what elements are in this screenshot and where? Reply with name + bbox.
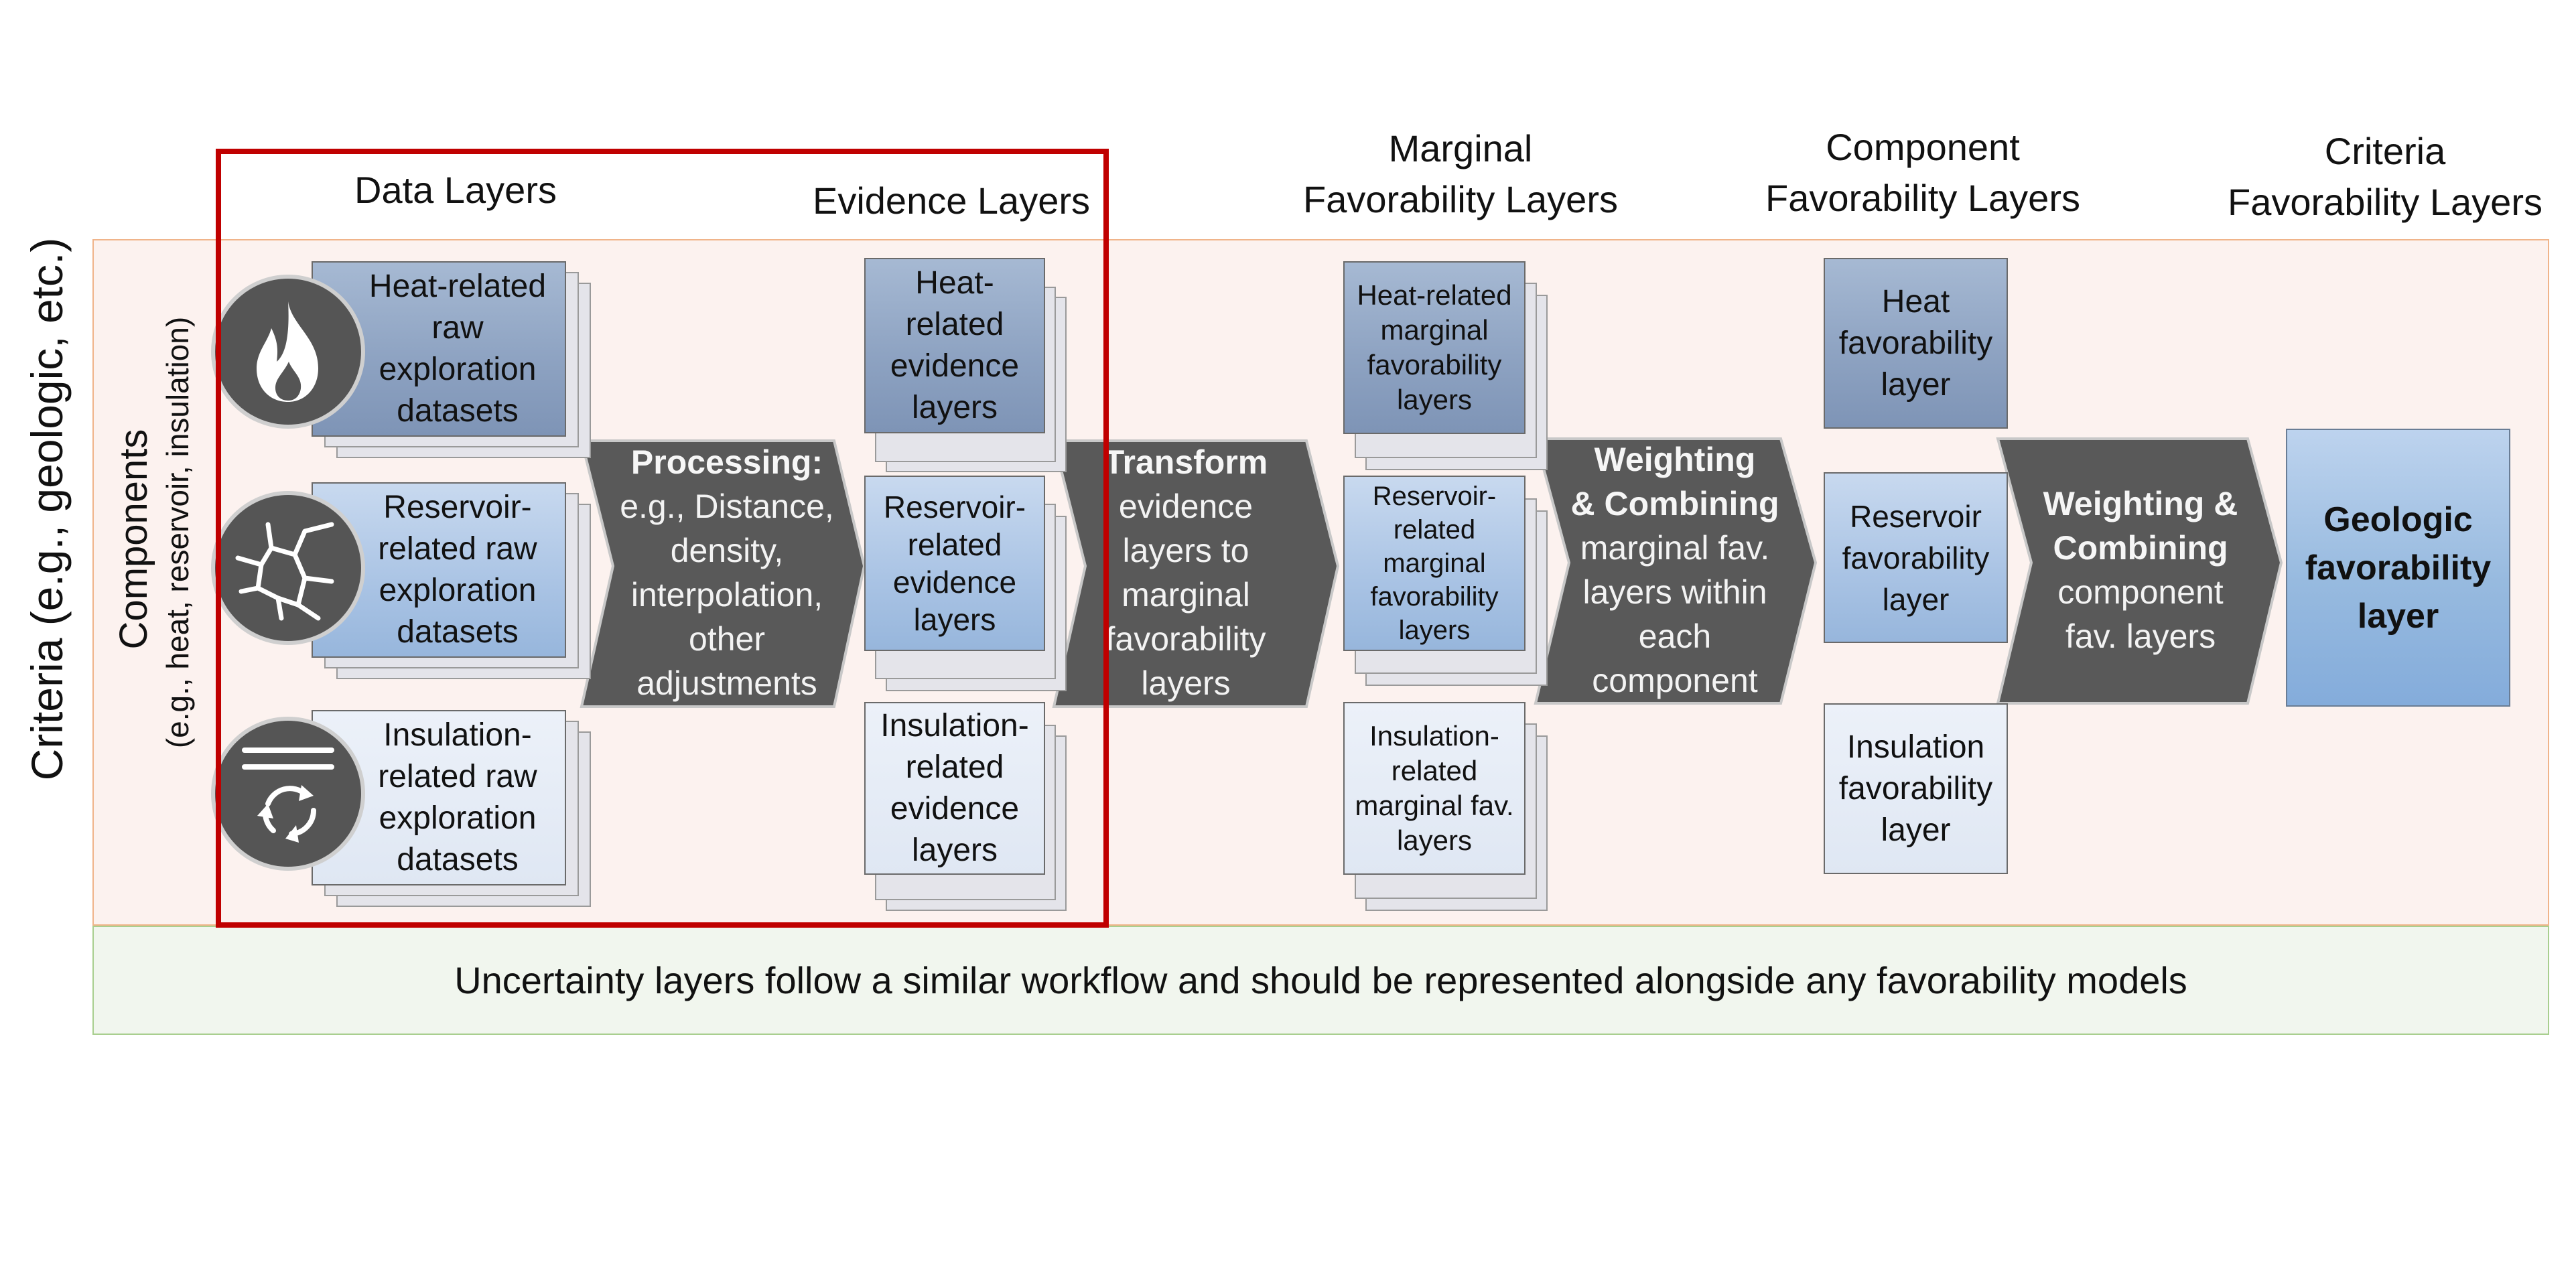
insulation-marginal-layer: Insulation-related marginal fav.layers <box>1343 702 1526 875</box>
weighting-combining-arrow-2 <box>1996 437 2283 705</box>
processing-title: Processing: <box>630 443 823 481</box>
weighting-2-title: Weighting & <box>2043 484 2238 522</box>
weighting-1-line: component <box>1592 661 1758 699</box>
transform-step: Transform evidence layers to marginal fa… <box>1072 435 1300 710</box>
header-criteria-line1: Criteria <box>2324 130 2446 172</box>
flame-icon <box>211 275 365 429</box>
fracture-icon <box>211 491 365 645</box>
transform-line: evidence <box>1118 488 1253 525</box>
weighting-1-line: each <box>1638 617 1712 655</box>
weighting-step-1: Weighting & Combining marginal fav. laye… <box>1561 434 1789 705</box>
header-marginal-line1: Marginal <box>1388 127 1533 169</box>
weighting-1-title: Weighting <box>1594 440 1756 478</box>
header-component-layers: Component Favorability Layers <box>1742 122 2104 224</box>
weighting-1-line: marginal fav. <box>1580 528 1770 567</box>
header-marginal-line2: Favorability Layers <box>1303 178 1618 220</box>
processing-line: e.g., Distance, <box>620 488 834 525</box>
header-evidence-layers: Evidence Layers <box>812 180 1090 222</box>
transform-line: layers <box>1141 664 1231 702</box>
header-data-layers: Data Layers <box>354 169 557 211</box>
processing-line: interpolation, <box>630 576 823 614</box>
transform-line: layers to <box>1122 532 1249 569</box>
weighting-2-title: Combining <box>2053 528 2228 567</box>
header-component-line2: Favorability Layers <box>1765 177 2080 219</box>
insulation-cycle-icon <box>211 717 365 871</box>
weighting-combining-arrow-1 <box>1534 437 1818 705</box>
processing-arrow <box>580 439 866 708</box>
uncertainty-note: Uncertainty layers follow a similar work… <box>454 959 2187 1001</box>
highlight-box <box>216 149 1109 928</box>
weighting-2-line: fav. layers <box>2065 617 2216 655</box>
header-criteria-layers: Criteria Favorability Layers <box>2211 126 2559 228</box>
transform-arrow <box>1052 439 1340 708</box>
processing-line: density, <box>670 532 784 569</box>
header-marginal-layers: Marginal Favorability Layers <box>1260 123 1662 225</box>
header-component-line1: Component <box>1826 126 2020 168</box>
weighting-1-line: layers within <box>1582 573 1767 611</box>
transform-title: Transform <box>1103 443 1268 481</box>
transform-line: favorability <box>1105 620 1266 658</box>
processing-step: Processing: e.g., Distance, density, int… <box>606 435 848 710</box>
weighting-1-title: & Combining <box>1570 484 1779 522</box>
weighting-2-line: component <box>2057 573 2224 611</box>
processing-line: other <box>689 620 765 658</box>
header-criteria-line2: Favorability Layers <box>2228 181 2543 223</box>
card-text: Insulation-related marginal fav.layers <box>1355 720 1514 856</box>
transform-line: marginal <box>1122 576 1250 614</box>
processing-line: adjustments <box>636 664 817 702</box>
weighting-step-2: Weighting & Combining component fav. lay… <box>2023 434 2258 705</box>
uncertainty-band <box>92 926 2549 1035</box>
